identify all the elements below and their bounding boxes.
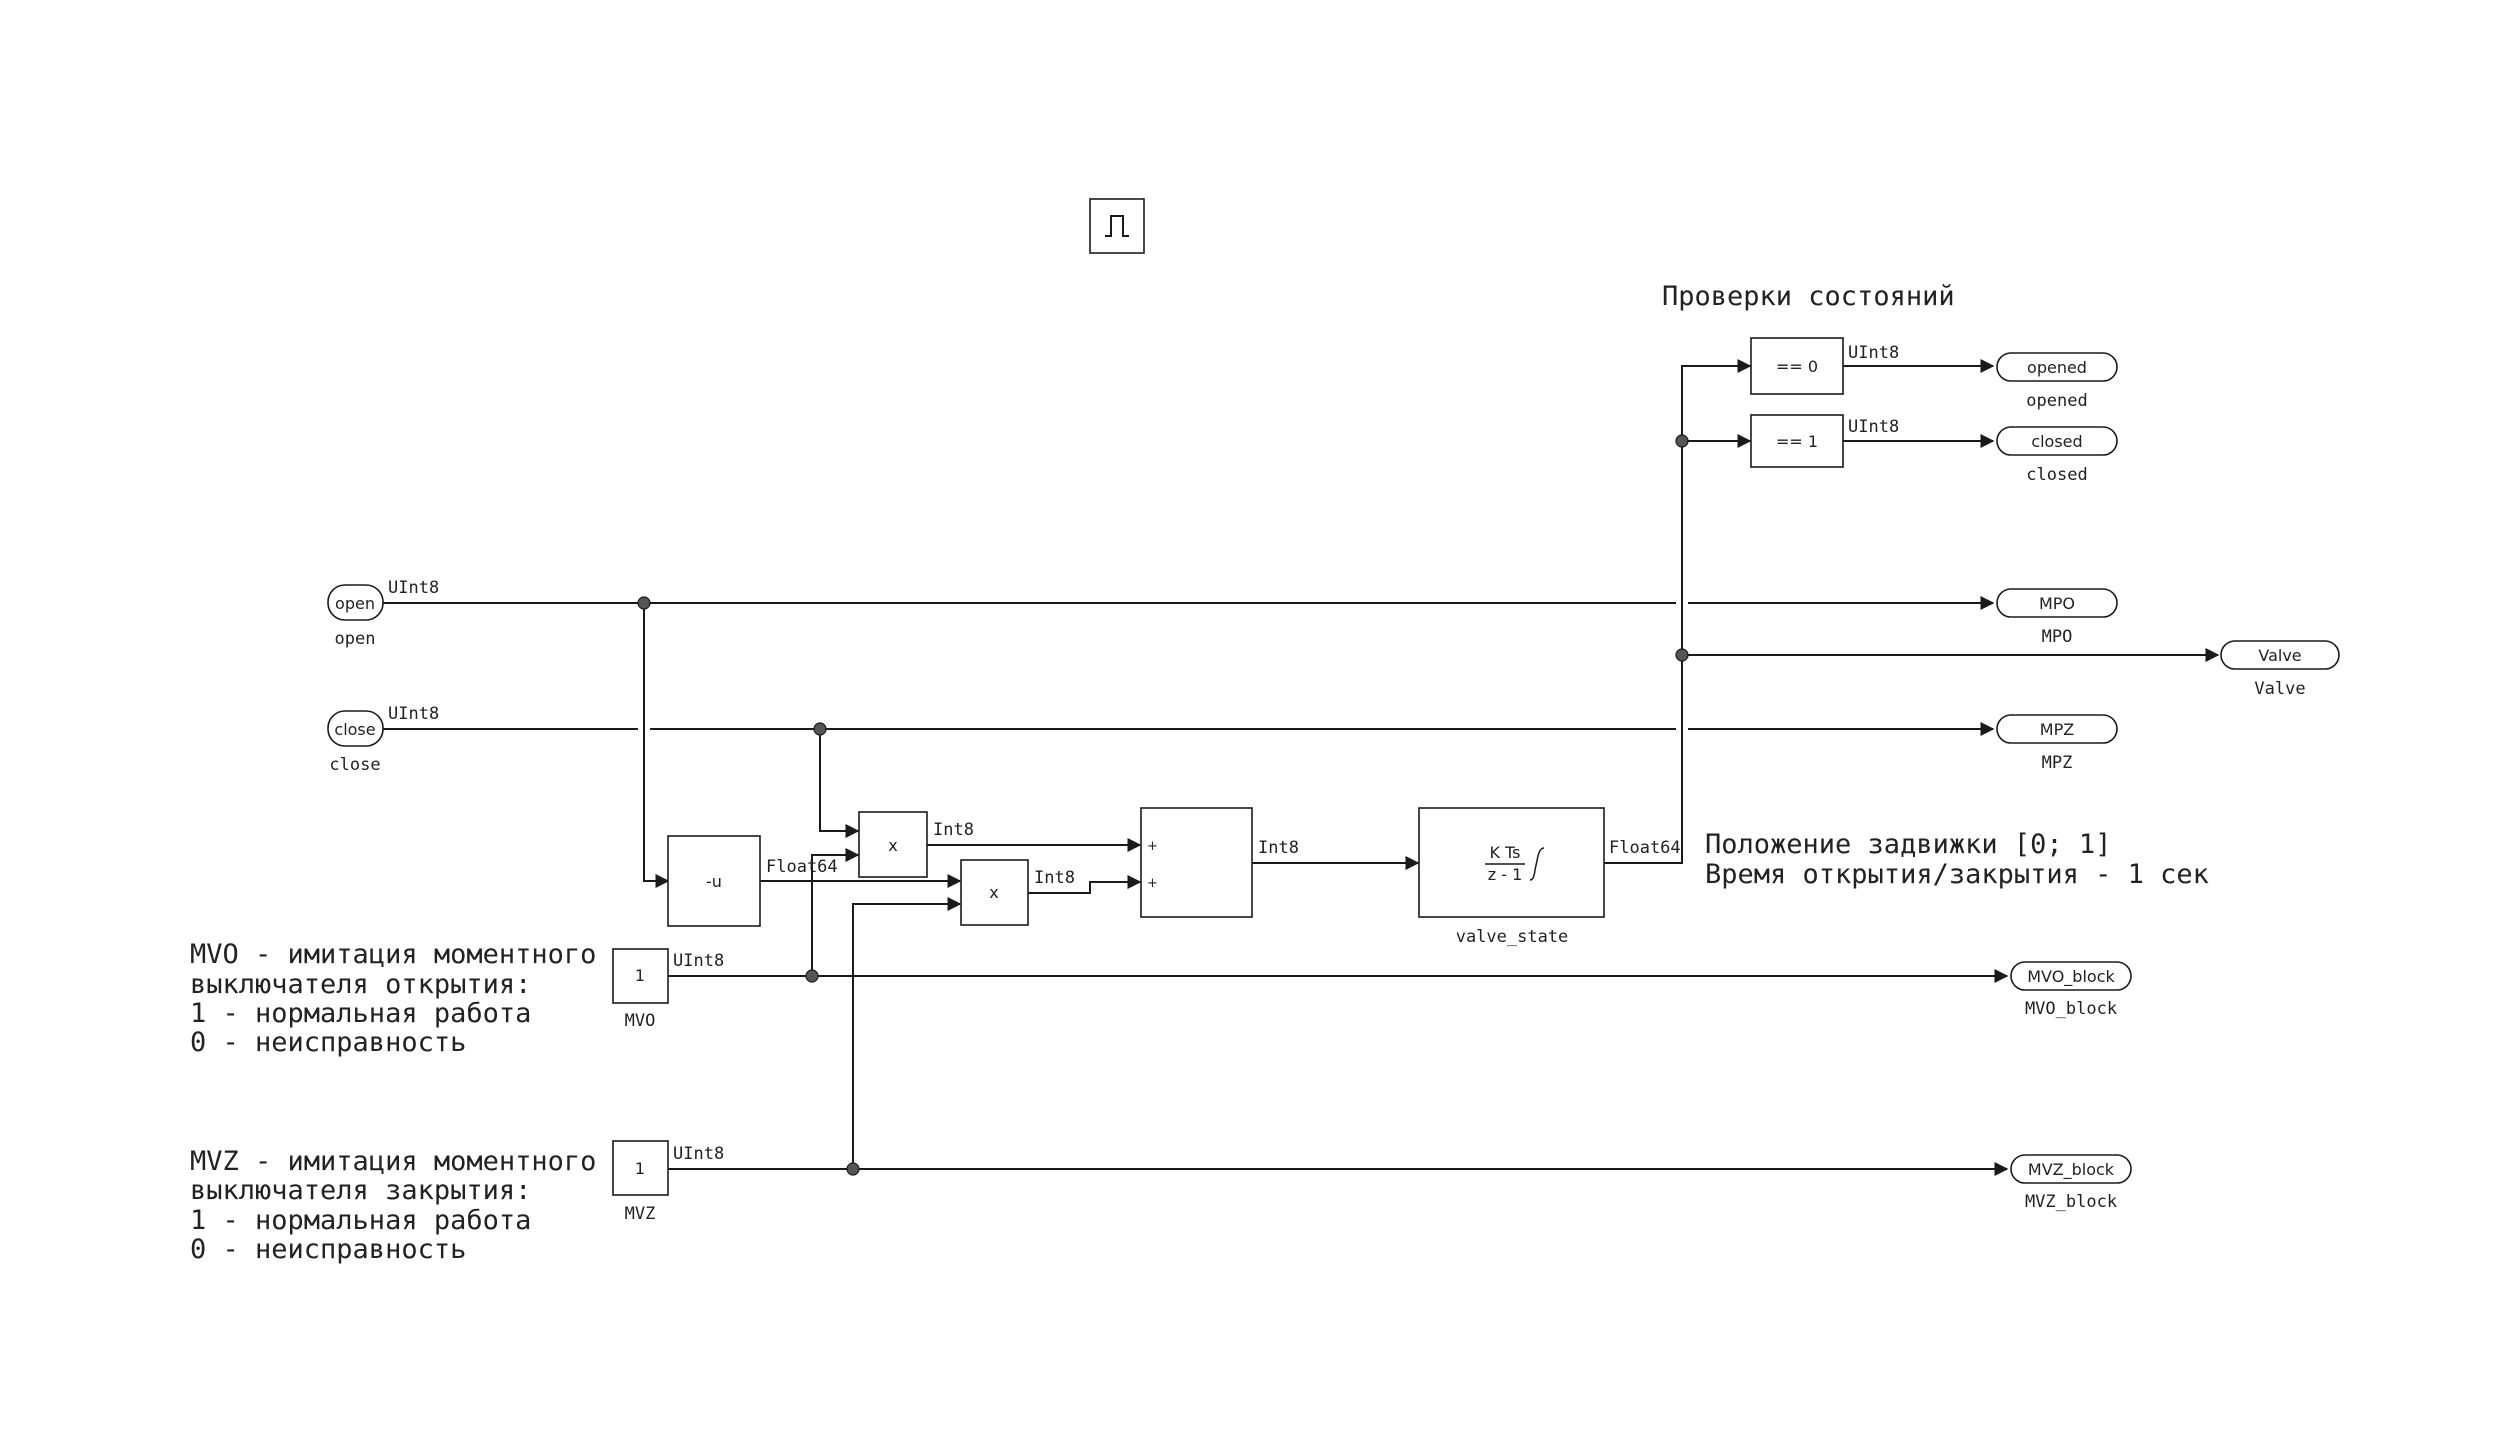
product-block-1-label: x [888,836,897,855]
signal-type-mvo: UInt8 [673,951,724,971]
product-block-2[interactable]: x [960,859,1029,926]
signal-type-product2: Int8 [1034,868,1075,888]
annotation-state-checks: Проверки состояний [1662,281,1955,312]
inport-close-caption: close [329,755,380,775]
outport-closed-label: closed [2031,432,2082,451]
compare-one-block[interactable]: == 1 [1750,414,1844,468]
integrator-name: valve_state [1456,927,1569,947]
annotations: Проверки состояний Положение задвижки [0… [190,281,2209,1265]
annotation-mvo-line-4: 0 - неисправность [190,1027,466,1058]
sum-block-plus-2: + [1147,876,1158,891]
outport-valve[interactable]: Valve Valve [2220,640,2340,699]
inport-open-label: open [335,594,375,613]
product-block-1[interactable]: x [858,811,928,878]
annotation-mvz-line-1: MVZ - имитация моментного [190,1146,596,1177]
integrator-numerator: K Ts [1489,843,1520,862]
pulse-generator-icon[interactable] [1089,198,1145,254]
outport-opened-caption: opened [2026,391,2087,411]
signal-type-sum: Int8 [1258,838,1299,858]
compare-zero-block[interactable]: == 0 [1750,337,1844,395]
sum-block[interactable]: + + [1140,807,1253,918]
signal-type-close: UInt8 [388,704,439,724]
signal-type-open: UInt8 [388,578,439,598]
signal-type-compare1: UInt8 [1848,417,1899,437]
constant-mvz-value: 1 [635,1159,645,1178]
annotation-mvo-line-2: выключателя открытия: [190,969,531,1000]
constant-mvz[interactable]: 1 MVZ [612,1140,669,1224]
integrator-block[interactable]: K Ts z - 1 valve_state [1418,807,1605,947]
compare-one-label: == 1 [1776,432,1818,451]
annotation-mvz-line-3: 1 - нормальная работа [190,1205,531,1236]
constant-mvo-value: 1 [635,966,645,985]
signal-type-labels: UInt8 UInt8 Float64 Int8 Int8 Int8 Float… [388,343,1899,1164]
signal-type-mvz: UInt8 [673,1144,724,1164]
annotation-mvz-line-4: 0 - неисправность [190,1234,466,1265]
signal-type-negate: Float64 [766,857,838,877]
negate-block[interactable]: -u [667,835,761,927]
annotation-valve-time: Время открытия/закрытия - 1 сек [1705,859,2209,890]
outport-opened-label: opened [2027,358,2087,377]
annotation-mvo-line-1: MVO - имитация моментного [190,939,596,970]
negate-block-label: -u [706,872,722,891]
annotation-mvz-line-2: выключателя закрытия: [190,1175,531,1206]
signal-wires [383,359,2220,1176]
signal-type-integrator: Float64 [1609,838,1681,858]
constant-mvo[interactable]: 1 MVO [612,948,669,1031]
inport-close-label: close [334,720,375,739]
signal-type-product1: Int8 [933,820,974,840]
outport-mvz-block[interactable]: MVZ_block MVZ_block [2010,1154,2132,1212]
outport-mvo-block[interactable]: MVO_block MVO_block [2010,961,2132,1019]
outport-closed[interactable]: closed closed [1996,426,2118,485]
annotation-mvo-line-3: 1 - нормальная работа [190,998,531,1029]
outport-mpo-label: MPO [2039,594,2075,613]
inport-open-caption: open [335,629,376,649]
outport-valve-caption: Valve [2254,679,2305,699]
sum-block-plus-1: + [1147,839,1158,854]
constant-mvz-name: MVZ [625,1204,656,1224]
outport-opened[interactable]: opened opened [1996,352,2118,411]
outport-mvz-block-caption: MVZ_block [2025,1192,2117,1212]
inport-open[interactable]: open open [327,584,384,649]
outport-mvz-block-label: MVZ_block [2028,1160,2115,1180]
annotation-valve-position: Положение задвижки [0; 1] [1705,829,2111,860]
outport-valve-label: Valve [2258,646,2301,665]
outport-mpz[interactable]: MPZ MPZ [1996,714,2118,773]
outport-mvo-block-label: MVO_block [2027,967,2115,987]
integrator-denominator: z - 1 [1488,865,1523,884]
signal-type-compare0: UInt8 [1848,343,1899,363]
wire-crossing-gaps [638,588,1688,745]
constant-mvo-name: MVO [625,1011,656,1031]
junction-dots [637,434,1689,1176]
outport-mvo-block-caption: MVO_block [2025,999,2117,1019]
compare-zero-label: == 0 [1776,357,1818,376]
outport-mpz-label: MPZ [2040,720,2074,739]
outport-mpo[interactable]: MPO MPO [1996,588,2118,647]
product-block-2-label: x [989,883,998,902]
outport-closed-caption: closed [2026,465,2087,485]
outport-mpo-caption: MPO [2042,627,2073,647]
outport-mpz-caption: MPZ [2042,753,2073,773]
inport-close[interactable]: close close [327,710,384,775]
